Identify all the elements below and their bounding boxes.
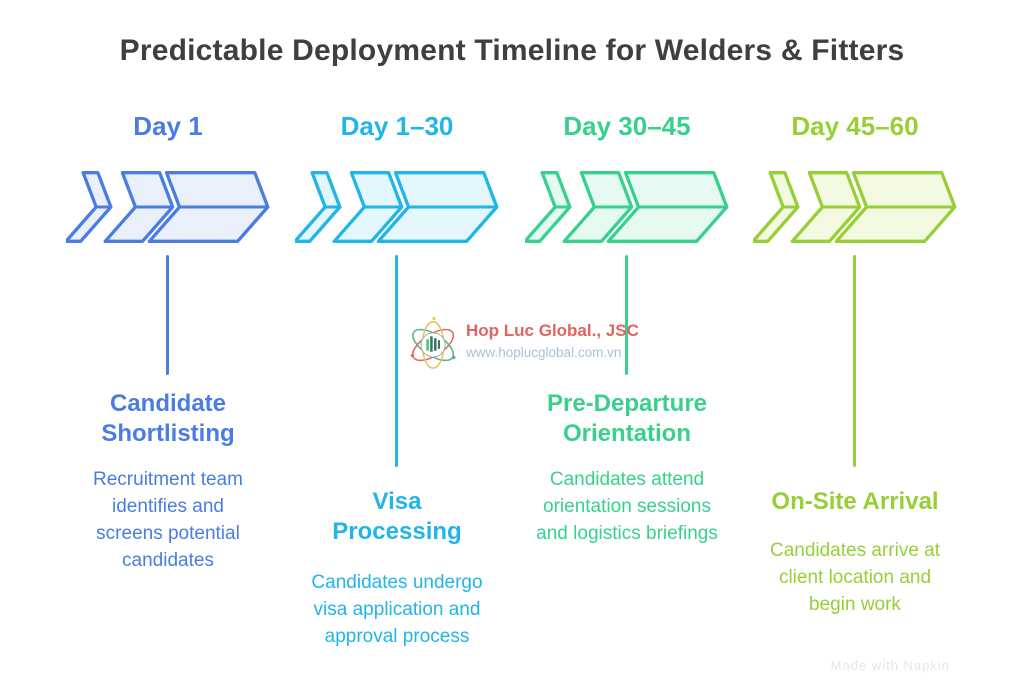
stage-title-text: Visa Processing: [332, 488, 462, 545]
stage-description: Candidates undergo visa application and …: [287, 569, 507, 650]
timeline-column: Day 1 Candidate Shortlisting Recruitment…: [58, 0, 278, 683]
stage-description-text: Recruitment team identifies and screens …: [93, 469, 243, 571]
chevron-arrows-icon: [753, 171, 957, 243]
chevron-arrows-icon: [66, 171, 270, 243]
stage-title: Pre-Departure Orientation: [517, 389, 737, 449]
stage-description-text: Candidates attend orientation sessions a…: [536, 469, 718, 544]
timeline-column: Day 45–60 On-Site Arrival Candidates arr…: [745, 0, 965, 683]
day-range-label: Day 45–60: [791, 111, 919, 141]
chevron-arrows-icon: [295, 171, 499, 243]
stage-title: Candidate Shortlisting: [58, 389, 278, 449]
stage-description-text: Candidates undergo visa application and …: [311, 572, 483, 647]
stage-description: Candidates arrive at client location and…: [745, 537, 965, 618]
day-range-label: Day 30–45: [563, 111, 691, 141]
stage-title: Visa Processing: [287, 487, 507, 547]
stage-title-text: On-Site Arrival: [771, 488, 939, 515]
connector-line: [395, 255, 398, 467]
page-title: Predictable Deployment Timeline for Weld…: [119, 34, 905, 67]
connector-line: [853, 255, 856, 467]
stage-description: Candidates attend orientation sessions a…: [517, 466, 737, 547]
connector-line: [625, 255, 628, 375]
chevron-arrows-icon: [525, 171, 729, 243]
stage-title-text: Pre-Departure Orientation: [546, 390, 708, 447]
company-logo-icon: [410, 316, 456, 369]
timeline-column: Day 30–45 Pre-Departure Orientation Cand…: [517, 0, 737, 683]
company-website: www.hoplucglobal.com.vn: [466, 345, 622, 360]
stage-title: On-Site Arrival: [745, 487, 965, 517]
brand-watermark: Hop Luc Global., JSC www.hoplucglobal.co…: [408, 314, 648, 374]
day-range-label: Day 1: [133, 111, 203, 141]
day-range-label: Day 1–30: [340, 111, 454, 141]
stage-description: Recruitment team identifies and screens …: [58, 466, 278, 574]
timeline-column: Day 1–30 Visa Processing Candidates unde…: [287, 0, 507, 683]
stage-description-text: Candidates arrive at client location and…: [769, 540, 941, 615]
connector-line: [166, 255, 169, 375]
stage-title-text: Candidate Shortlisting: [101, 390, 235, 447]
company-name: Hop Luc Global., JSC: [466, 321, 639, 340]
bottom-watermark: Made with Napkin: [830, 658, 950, 673]
